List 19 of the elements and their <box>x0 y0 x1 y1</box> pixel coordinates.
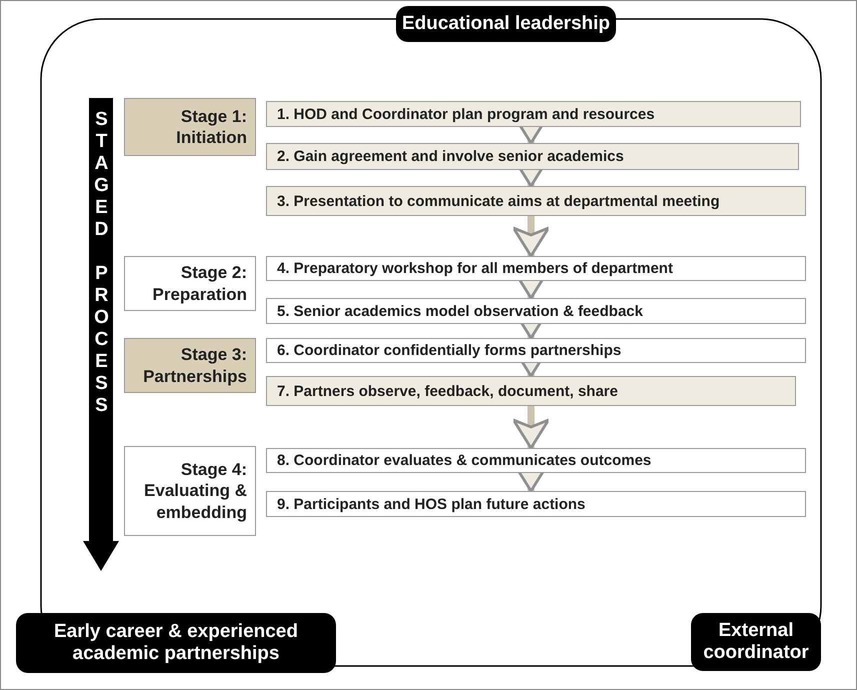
stage-box: Stage 4: Evaluating & embedding <box>124 446 256 536</box>
step-box: 4. Preparatory workshop for all members of department <box>266 256 806 281</box>
step-box: 8. Coordinator evaluates & communicates outcomes <box>266 448 806 473</box>
stage-box: Stage 3: Partnerships <box>124 338 256 393</box>
label-box: Early career & experienced academic partnerships <box>16 613 336 673</box>
stage-box: Stage 2: Preparation <box>124 256 256 311</box>
step-box: 7. Partners observe, feedback, document, share <box>266 376 796 406</box>
arrow <box>512 406 550 450</box>
step-box: 3. Presentation to communicate aims at departmental meeting <box>266 186 806 216</box>
step-box: 6. Coordinator confidentially forms partnerships <box>266 338 806 363</box>
arrow-label: STAGED PROCESS <box>90 109 113 417</box>
step-box: 2. Gain agreement and involve senior academics <box>266 143 799 170</box>
step-box: 1. HOD and Coordinator plan program and resources <box>266 101 801 127</box>
step-box: 9. Participants and HOS plan future actions <box>266 491 806 517</box>
stage-box: Stage 1: Initiation <box>124 98 256 156</box>
label-box: Educational leadership <box>396 6 616 42</box>
step-box: 5. Senior academics model observation & feedback <box>266 298 806 324</box>
arrow <box>512 216 550 258</box>
label-box: External coordinator <box>691 613 821 671</box>
